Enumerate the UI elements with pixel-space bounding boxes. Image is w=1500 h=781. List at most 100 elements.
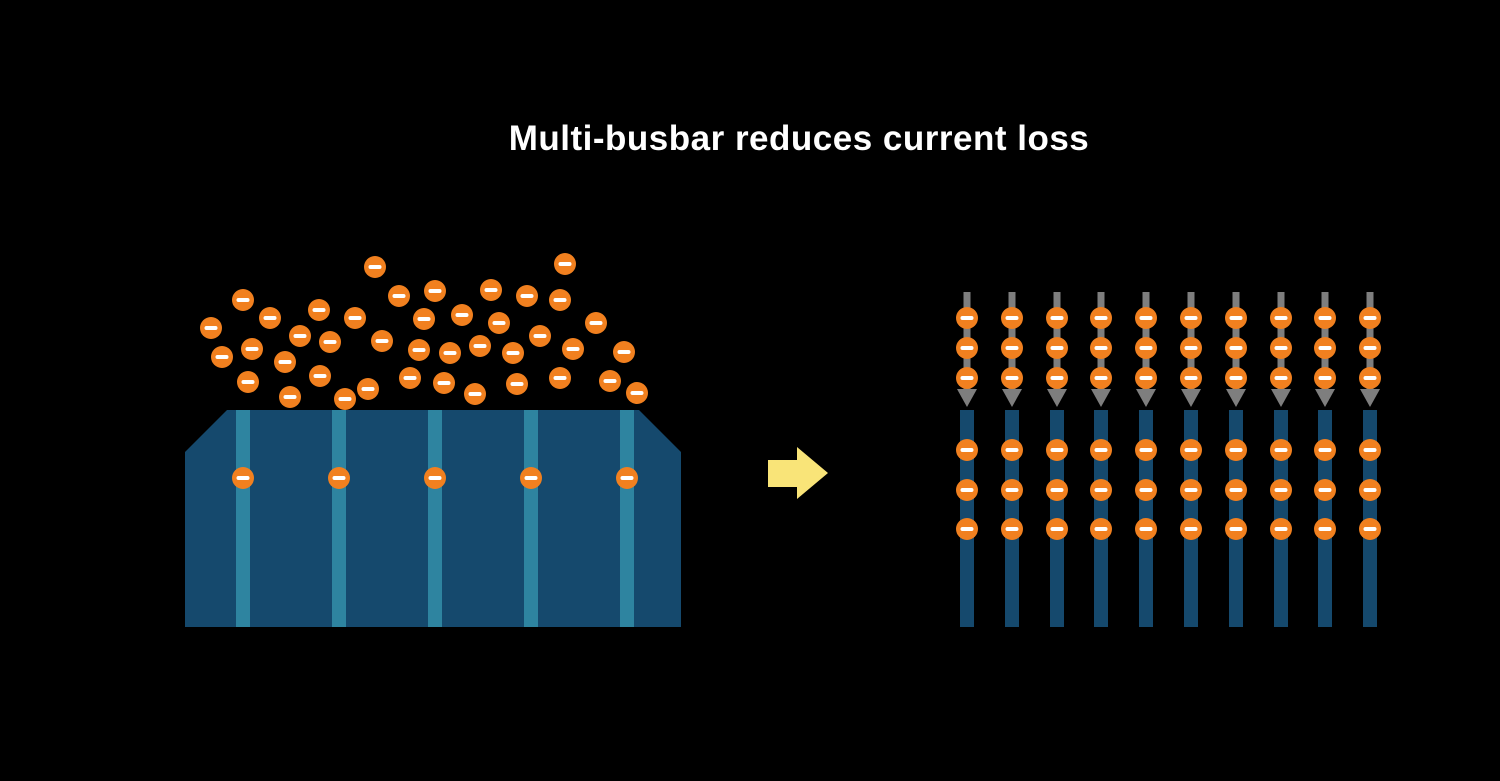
electron-icon: [1046, 367, 1068, 389]
electron-icon: [1225, 307, 1247, 329]
busbar-stripe: [428, 410, 442, 627]
electron-icon: [274, 351, 296, 373]
multi-busbar-column: [1225, 292, 1247, 627]
electron-icon: [480, 279, 502, 301]
electron-icon: [554, 253, 576, 275]
electron-icon: [424, 280, 446, 302]
electron-icon: [1001, 307, 1023, 329]
electron-icon: [1359, 518, 1381, 540]
electron-icon: [1270, 518, 1292, 540]
electron-icon: [956, 439, 978, 461]
electron-icon: [1270, 439, 1292, 461]
multi-busbar-column: [1314, 292, 1336, 627]
electron-icon: [328, 467, 350, 489]
electron-icon: [237, 371, 259, 393]
current-flow-arrowhead-icon: [1047, 389, 1067, 407]
multi-busbar-column: [1135, 292, 1157, 627]
electron-icon: [1180, 337, 1202, 359]
electron-icon: [506, 373, 528, 395]
electron-icon: [1359, 479, 1381, 501]
electron-icon: [1090, 367, 1112, 389]
multi-busbar-column: [1001, 292, 1023, 627]
electron-icon: [585, 312, 607, 334]
electron-icon: [626, 382, 648, 404]
electron-icon: [399, 367, 421, 389]
electron-icon: [1225, 337, 1247, 359]
electron-icon: [956, 337, 978, 359]
electron-icon: [1225, 367, 1247, 389]
electron-icon: [956, 479, 978, 501]
electron-icon: [1314, 518, 1336, 540]
electron-icon: [1001, 439, 1023, 461]
busbar-stripe: [620, 410, 634, 627]
electron-icon: [1359, 439, 1381, 461]
busbar-stripe: [524, 410, 538, 627]
electron-icon: [520, 467, 542, 489]
electron-icon: [1135, 337, 1157, 359]
current-flow-arrowhead-icon: [1181, 389, 1201, 407]
diagram-title: Multi-busbar reduces current loss: [508, 119, 1090, 158]
electron-icon: [1314, 479, 1336, 501]
electron-icon: [211, 346, 233, 368]
electron-icon: [1314, 307, 1336, 329]
electron-icon: [364, 256, 386, 278]
multi-busbar-column: [1090, 292, 1112, 627]
scattered-electron-cloud: [200, 253, 648, 410]
electron-icon: [1046, 439, 1068, 461]
electron-icon: [562, 338, 584, 360]
electron-icon: [232, 289, 254, 311]
electron-icon: [488, 312, 510, 334]
electron-icon: [309, 365, 331, 387]
electron-icon: [1180, 439, 1202, 461]
electron-icon: [200, 317, 222, 339]
electron-icon: [1046, 337, 1068, 359]
electron-icon: [357, 378, 379, 400]
current-flow-arrowhead-icon: [1136, 389, 1156, 407]
electron-icon: [1090, 439, 1112, 461]
current-flow-arrowhead-icon: [1360, 389, 1380, 407]
electron-icon: [451, 304, 473, 326]
electron-icon: [439, 342, 461, 364]
electron-icon: [1180, 518, 1202, 540]
electron-icon: [1046, 307, 1068, 329]
electron-icon: [549, 367, 571, 389]
electron-icon: [599, 370, 621, 392]
electron-icon: [549, 289, 571, 311]
electron-icon: [1135, 518, 1157, 540]
current-flow-arrowhead-icon: [1315, 389, 1335, 407]
multi-busbar-column: [1270, 292, 1292, 627]
multi-busbar-column: [1046, 292, 1068, 627]
electron-icon: [516, 285, 538, 307]
electron-icon: [616, 467, 638, 489]
electron-icon: [469, 335, 491, 357]
electron-icon: [1225, 439, 1247, 461]
busbar-stripe: [332, 410, 346, 627]
electron-icon: [319, 331, 341, 353]
electron-icon: [408, 339, 430, 361]
electron-icon: [613, 341, 635, 363]
electron-icon: [241, 338, 263, 360]
electron-icon: [424, 467, 446, 489]
transition-arrow-icon: [768, 447, 828, 499]
electron-icon: [279, 386, 301, 408]
electron-icon: [956, 367, 978, 389]
electron-icon: [1090, 337, 1112, 359]
electron-icon: [1090, 479, 1112, 501]
electron-icon: [371, 330, 393, 352]
electron-icon: [1001, 367, 1023, 389]
electron-icon: [1046, 518, 1068, 540]
electron-icon: [529, 325, 551, 347]
electron-icon: [1314, 439, 1336, 461]
electron-icon: [334, 388, 356, 410]
electron-icon: [502, 342, 524, 364]
electron-icon: [956, 518, 978, 540]
current-flow-arrowhead-icon: [1271, 389, 1291, 407]
electron-icon: [413, 308, 435, 330]
electron-icon: [1001, 337, 1023, 359]
electron-icon: [1135, 479, 1157, 501]
electron-icon: [1046, 479, 1068, 501]
electron-icon: [1225, 518, 1247, 540]
electron-icon: [1001, 479, 1023, 501]
current-flow-arrowhead-icon: [1002, 389, 1022, 407]
